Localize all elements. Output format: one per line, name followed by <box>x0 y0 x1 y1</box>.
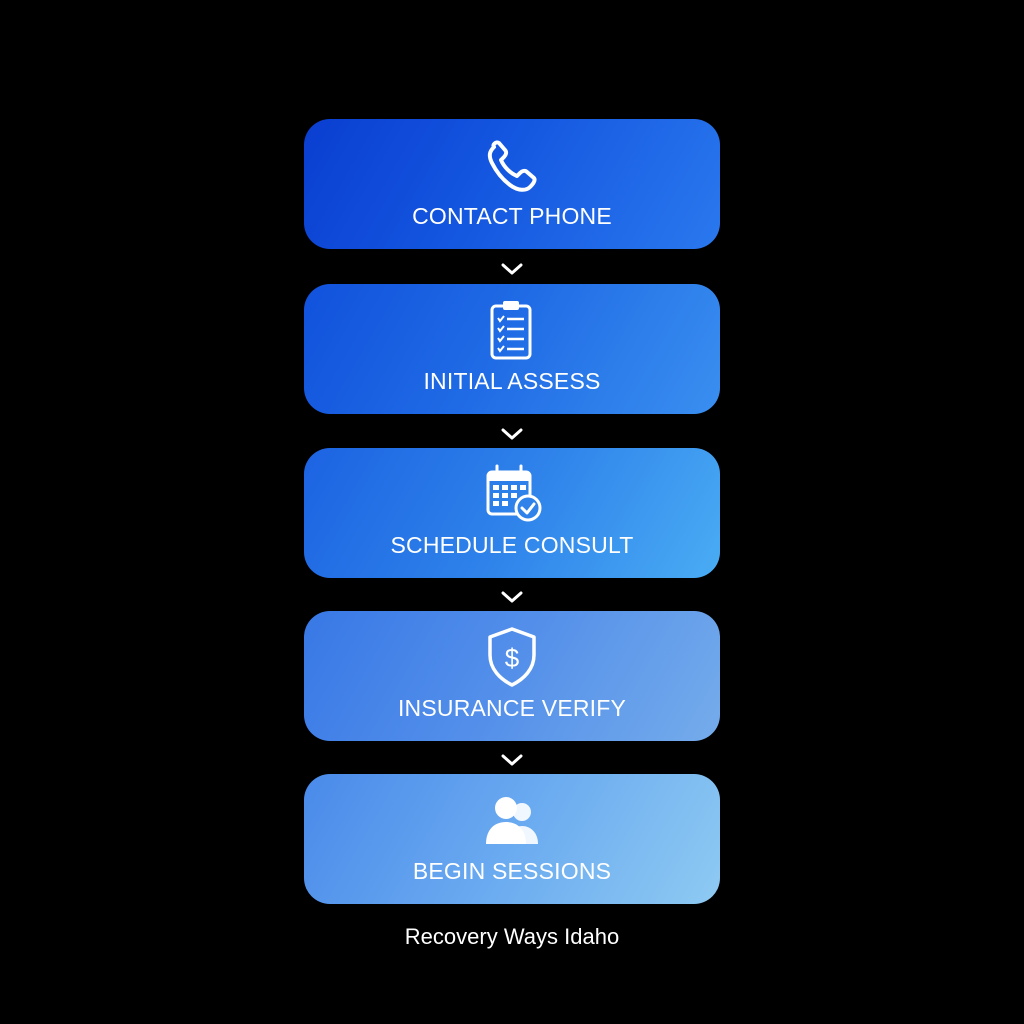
step-schedule-consult: SCHEDULE CONSULT <box>304 448 720 578</box>
shield-dollar-icon: $ <box>488 627 536 687</box>
step-initial-assess: INITIAL ASSESS <box>304 284 720 414</box>
phone-icon <box>487 140 537 192</box>
svg-text:$: $ <box>505 643 520 673</box>
footer-brand-text: Recovery Ways Idaho <box>404 924 620 949</box>
step-label: INITIAL ASSESS <box>423 368 601 394</box>
clipboard-checklist-icon <box>490 301 532 360</box>
step-insurance-verify: $ INSURANCE VERIFY <box>304 611 720 741</box>
step-label: BEGIN SESSIONS <box>412 858 612 884</box>
step-label: INSURANCE VERIFY <box>397 695 627 721</box>
step-label: CONTACT PHONE <box>412 203 612 229</box>
calendar-check-icon <box>486 464 542 522</box>
step-label: SCHEDULE CONSULT <box>390 532 634 558</box>
users-icon <box>486 797 538 844</box>
chevron-down-icon <box>501 754 523 766</box>
chevron-down-icon <box>501 263 523 275</box>
step-begin-sessions: BEGIN SESSIONS <box>304 774 720 904</box>
chevron-down-icon <box>501 428 523 440</box>
chevron-down-icon <box>501 591 523 603</box>
step-contact-phone: CONTACT PHONE <box>304 119 720 249</box>
